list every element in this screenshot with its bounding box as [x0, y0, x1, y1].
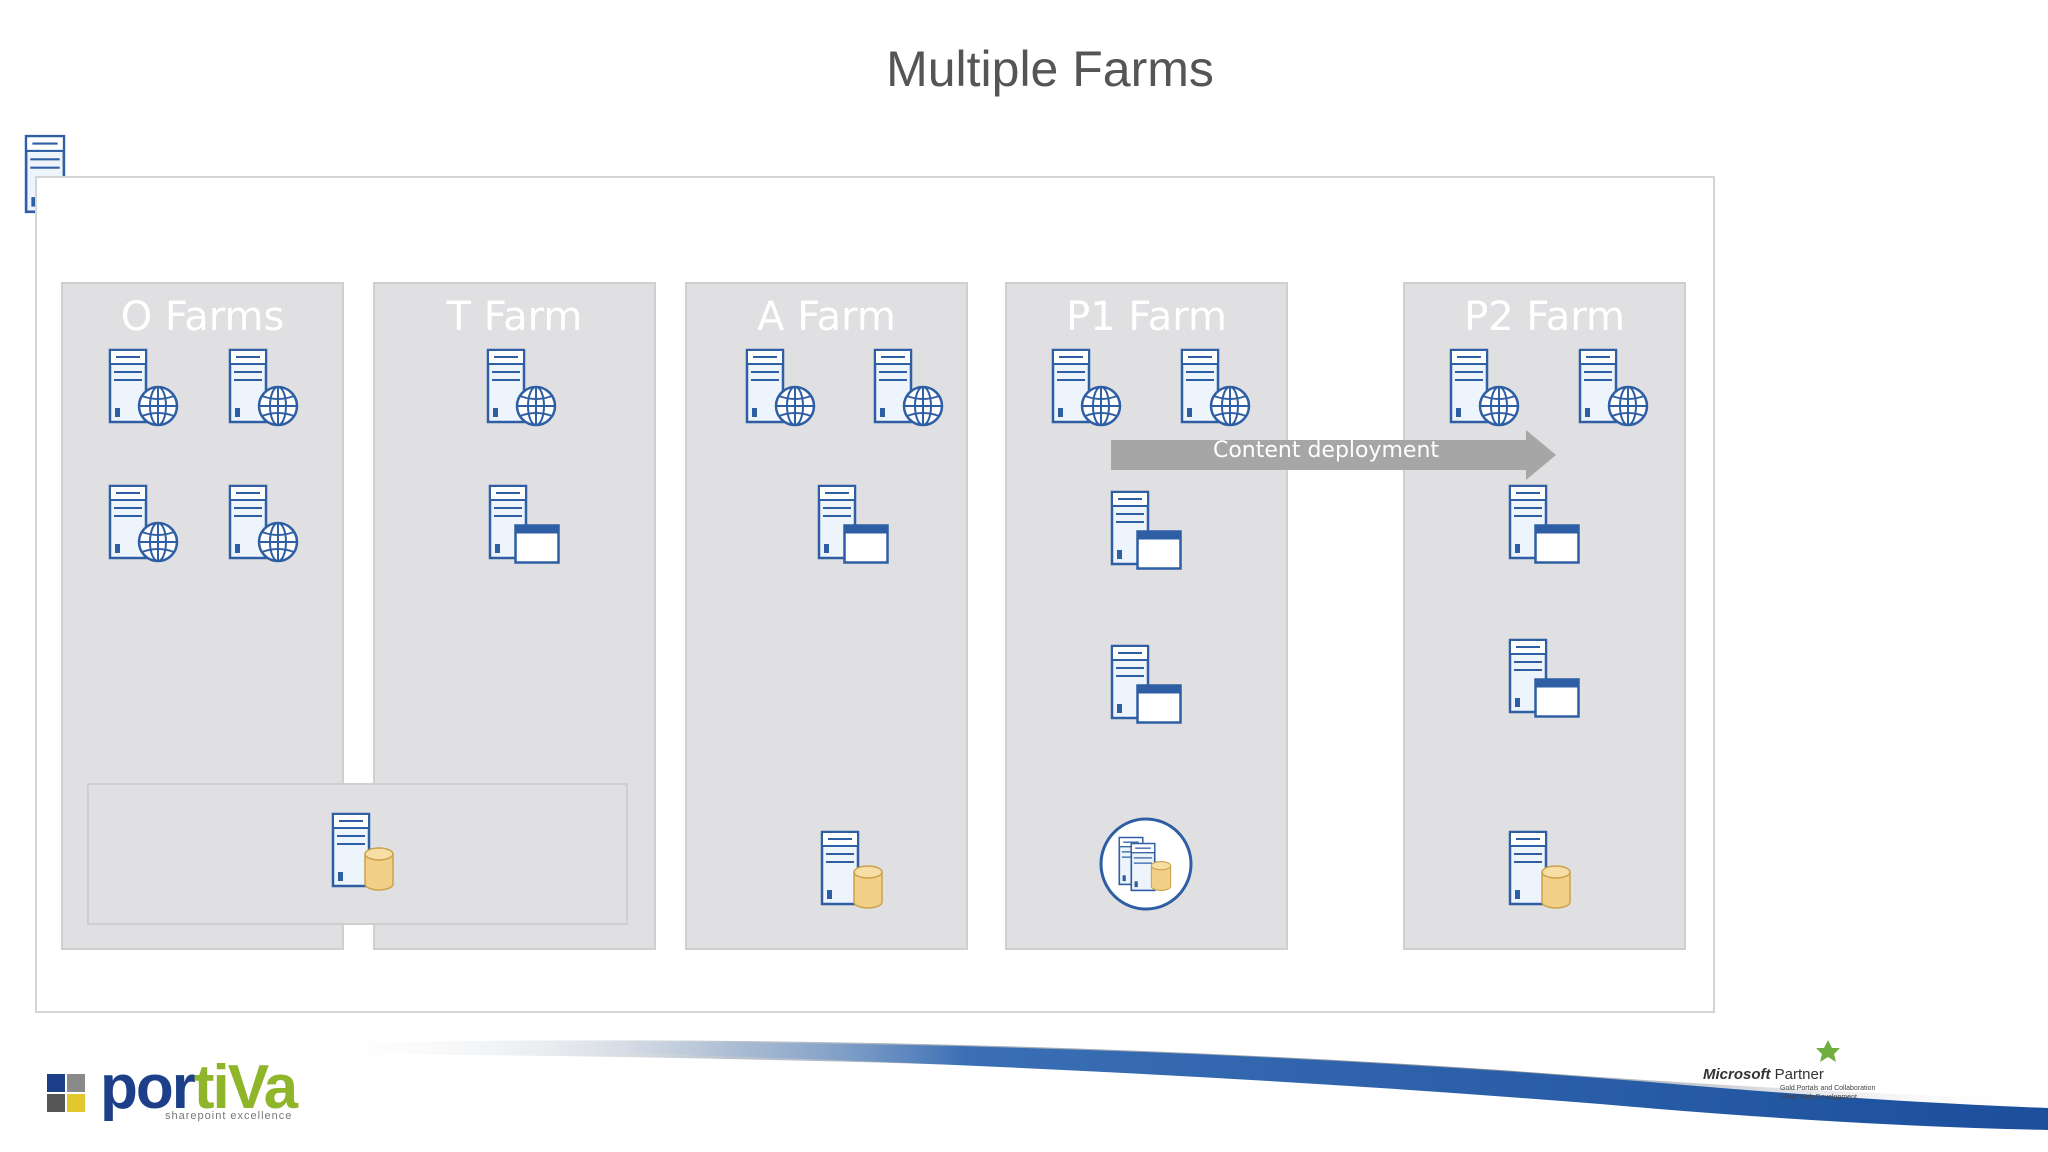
web-server-icon	[1578, 348, 1652, 428]
farm-label: O Farms	[120, 294, 285, 340]
database-server-icon	[331, 812, 399, 892]
ms-competency-1: Gold Portals and Collaboration	[1780, 1085, 1876, 1092]
web-server-icon	[745, 348, 819, 428]
portiva-wordmark: portiVa	[100, 1052, 298, 1123]
ms-competencies: Gold Portals and Collaboration Silver We…	[1780, 1084, 1875, 1102]
application-server-icon	[1110, 644, 1184, 724]
ms-competency-2: Silver Web Development	[1780, 1094, 1857, 1101]
content-deployment-arrow	[1111, 430, 1556, 480]
database-server-icon	[820, 830, 888, 910]
web-server-icon	[1051, 348, 1125, 428]
farm-label: A Farm	[757, 294, 896, 340]
farm-label: P1 Farm	[1066, 294, 1227, 340]
web-server-icon	[108, 348, 182, 428]
database-server-icon	[1508, 830, 1576, 910]
web-server-icon	[1449, 348, 1523, 428]
ms-brand: Microsoft	[1703, 1066, 1771, 1083]
ms-partner-label: Microsoft Partner	[1703, 1066, 1824, 1083]
web-server-icon	[228, 348, 302, 428]
web-server-icon	[873, 348, 947, 428]
web-server-icon	[108, 484, 182, 564]
footer-swoosh	[300, 1040, 2048, 1130]
logo-text-b: tiVa	[193, 1053, 298, 1122]
application-server-icon	[488, 484, 562, 564]
farm-label: T Farm	[446, 294, 583, 340]
web-server-icon	[486, 348, 560, 428]
application-server-icon	[1508, 638, 1582, 718]
microsoft-partner-badge	[1816, 1040, 1840, 1062]
ms-partner: Partner	[1774, 1066, 1824, 1083]
web-server-icon	[1180, 348, 1254, 428]
arrow-label: Content deployment	[1212, 438, 1440, 463]
farm-label: P2 Farm	[1464, 294, 1625, 340]
application-server-icon	[1508, 484, 1582, 564]
logo-text-a: por	[100, 1053, 196, 1122]
application-server-icon	[1110, 490, 1184, 570]
database-cluster-icon	[1099, 817, 1193, 911]
portiva-logo	[47, 1074, 85, 1112]
logo-tagline: sharepoint excellence	[165, 1110, 293, 1122]
application-server-icon	[817, 484, 891, 564]
web-server-icon	[228, 484, 302, 564]
slide-title: Multiple Farms	[886, 41, 1214, 97]
